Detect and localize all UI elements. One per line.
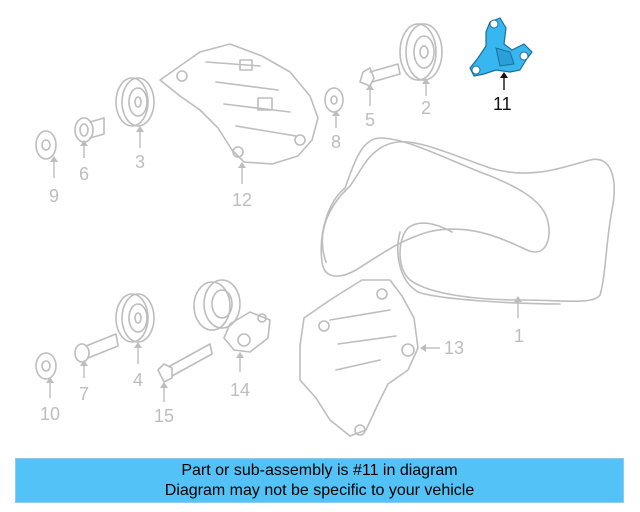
part-6-bolt[interactable] xyxy=(74,117,105,143)
part-10-washer[interactable] xyxy=(35,352,57,380)
callout-2: 2 xyxy=(421,98,431,118)
callout-3: 3 xyxy=(135,152,145,172)
callout-9: 9 xyxy=(49,186,59,206)
banner-line-2: Diagram may not be specific to your vehi… xyxy=(164,482,475,499)
part-2-idler-pulley[interactable] xyxy=(399,23,443,81)
part-7-bolt[interactable] xyxy=(74,333,119,363)
part-5-bolt[interactable] xyxy=(359,63,401,87)
part-1-belt[interactable] xyxy=(320,137,615,305)
part-8-washer[interactable] xyxy=(324,87,344,113)
info-banner: Part or sub-assembly is #11 in diagram D… xyxy=(15,458,624,503)
part-3-pulley[interactable] xyxy=(115,77,155,127)
part-13-bracket-assembly[interactable] xyxy=(299,279,419,437)
callout-1: 1 xyxy=(514,326,524,346)
callout-11: 11 xyxy=(493,94,512,114)
callout-12: 12 xyxy=(232,190,252,210)
callout-arrows xyxy=(46,72,522,402)
part-15-bolt[interactable] xyxy=(157,343,213,383)
part-11-bracket-highlighted[interactable] xyxy=(469,17,533,77)
callout-4: 4 xyxy=(133,370,143,390)
callout-14: 14 xyxy=(230,380,250,400)
part-14-tensioner[interactable] xyxy=(193,279,271,353)
callout-15: 15 xyxy=(154,406,174,426)
callout-6: 6 xyxy=(79,164,89,184)
callout-5: 5 xyxy=(365,110,375,130)
part-12-mounting-bracket[interactable] xyxy=(159,43,319,165)
part-9-washer[interactable] xyxy=(35,130,57,160)
parts-diagram: 1 2 3 4 5 6 7 8 9 10 11 12 13 14 15 xyxy=(35,17,615,437)
callout-7: 7 xyxy=(79,384,89,404)
callout-10: 10 xyxy=(40,404,60,424)
part-4-pulley[interactable] xyxy=(115,293,155,343)
callout-8: 8 xyxy=(331,132,341,152)
callout-13: 13 xyxy=(444,338,464,358)
banner-line-1: Part or sub-assembly is #11 in diagram xyxy=(181,462,458,479)
